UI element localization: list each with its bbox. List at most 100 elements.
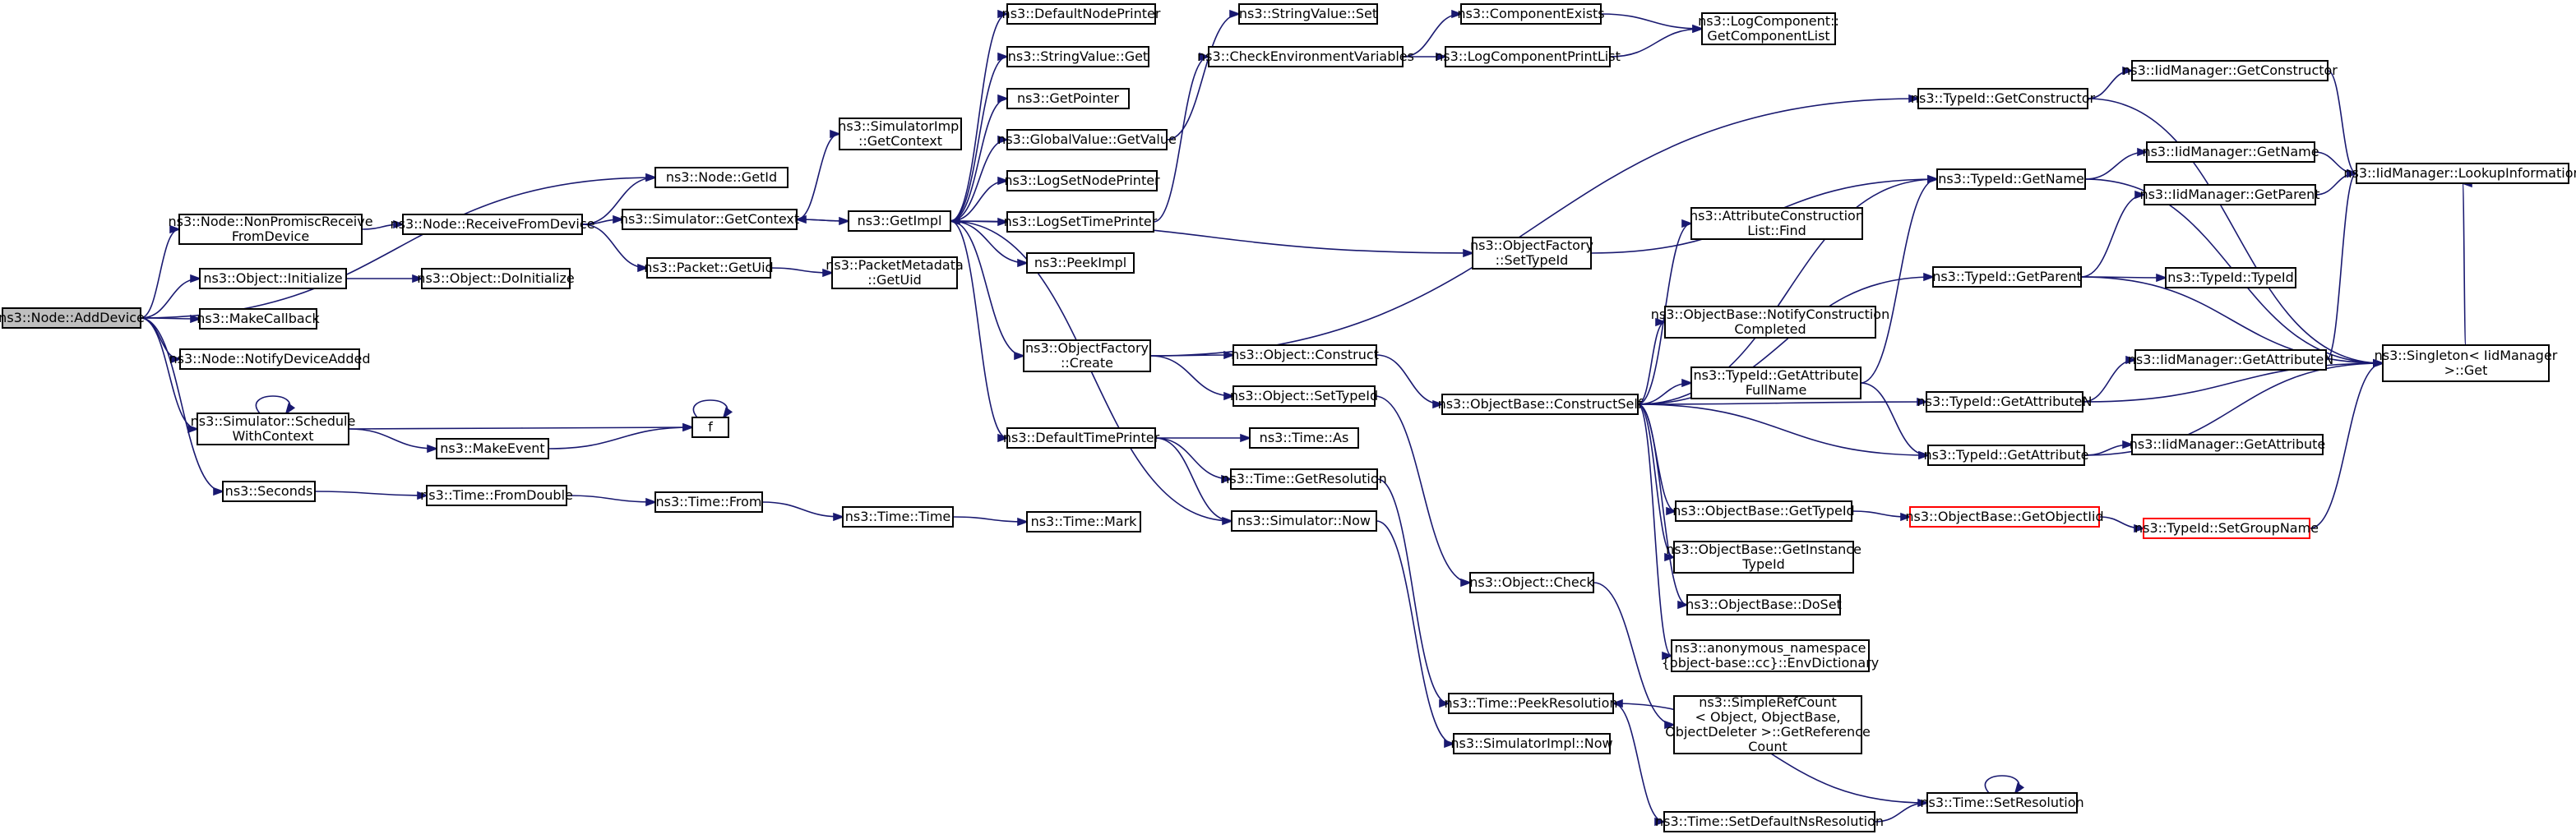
- node-box: [1927, 445, 2085, 466]
- node-box: [2134, 349, 2327, 371]
- node-peekimpl[interactable]: ns3::PeekImpl: [1026, 252, 1135, 274]
- node-box: [1006, 427, 1156, 449]
- node-fromdouble[interactable]: ns3::Time::FromDouble: [420, 485, 573, 506]
- node-box: [178, 214, 363, 245]
- node-notifydev[interactable]: ns3::Node::NotifyDeviceAdded: [169, 348, 371, 370]
- node-label: GetComponentList: [1707, 28, 1829, 44]
- node-objbasegetobjtid[interactable]: ns3::ObjectBase::GetObjectIid: [1905, 506, 2104, 528]
- node-pktmetauid[interactable]: ns3::PacketMetadata::GetUid: [826, 256, 964, 289]
- node-root[interactable]: ns3::Node::AddDevice: [0, 307, 145, 329]
- node-objconstruct[interactable]: ns3::Object::Construct: [1231, 344, 1379, 366]
- node-box: [197, 413, 349, 445]
- node-box: [1441, 394, 1639, 415]
- node-objdoinit[interactable]: ns3::Object::DoInitialize: [417, 268, 575, 289]
- node-iidgetname[interactable]: ns3::IidManager::GetName: [2142, 141, 2319, 163]
- node-label: ns3::GetPointer: [1017, 90, 1120, 106]
- node-setdefns[interactable]: ns3::Time::SetDefaultNsResolution: [1655, 811, 1884, 832]
- node-objinit[interactable]: ns3::Object::Initialize: [199, 268, 347, 289]
- node-box: [1448, 693, 1614, 714]
- node-timesetres[interactable]: ns3::Time::SetResolution: [1920, 792, 2084, 814]
- node-tidgetparent[interactable]: ns3::TypeId::GetParent: [1932, 266, 2082, 288]
- node-logcompget[interactable]: ns3::LogComponent::GetComponentList: [1698, 12, 1839, 45]
- node-timemark[interactable]: ns3::Time::Mark: [1026, 511, 1141, 532]
- node-pktgetuid[interactable]: ns3::Packet::GetUid: [644, 257, 774, 279]
- node-box: [1238, 3, 1378, 25]
- node-makecb[interactable]: ns3::MakeCallback: [197, 308, 320, 330]
- node-getid[interactable]: ns3::Node::GetId: [654, 167, 789, 188]
- node-tidgetattrn[interactable]: ns3::TypeId::GetAttributeN: [1917, 391, 2093, 413]
- edge-tidgetctor-to-singletonget: [2087, 98, 2385, 368]
- node-iidgetattr[interactable]: ns3::IidManager::GetAttribute: [2130, 434, 2326, 455]
- node-logtimeprinter[interactable]: ns3::LogSetTimePrinter: [1004, 211, 1158, 233]
- node-singletonget[interactable]: ns3::Singleton< IidManager>::Get: [2375, 344, 2558, 382]
- node-label: ns3::CheckEnvironmentVariables: [1197, 48, 1414, 64]
- node-recvdev[interactable]: ns3::Node::ReceiveFromDevice: [391, 214, 595, 235]
- node-seconds[interactable]: ns3::Seconds: [222, 481, 316, 502]
- node-anonenv[interactable]: ns3::anonymous_namespace{object-base::cc…: [1662, 639, 1880, 672]
- node-tidgetattr[interactable]: ns3::TypeId::GetAttribute: [1923, 445, 2089, 466]
- node-label: ns3::TypeId::SetGroupName: [2134, 520, 2319, 536]
- node-box: [654, 491, 763, 513]
- node-simnow[interactable]: ns3::Simulator::Now: [1231, 510, 1377, 532]
- edge-getimpl-to-deftimeprinter: [950, 220, 1010, 443]
- node-box: [1445, 46, 1611, 67]
- node-iidgetattrn[interactable]: ns3::IidManager::GetAttributeN: [2128, 349, 2334, 371]
- node-objsettid[interactable]: ns3::Object::SetTypeId: [1230, 385, 1378, 407]
- node-makeevent[interactable]: ns3::MakeEvent: [436, 438, 549, 459]
- node-label: ns3::ObjectBase::DoSet: [1686, 597, 1842, 612]
- node-objfactsettid[interactable]: ns3::ObjectFactory::SetTypeId: [1470, 237, 1593, 270]
- node-timepeekres[interactable]: ns3::Time::PeekResolution: [1444, 693, 1618, 714]
- node-checkenv[interactable]: ns3::CheckEnvironmentVariables: [1197, 46, 1414, 67]
- node-tidsetgroup[interactable]: ns3::TypeId::SetGroupName: [2134, 518, 2319, 539]
- node-simctx[interactable]: ns3::Simulator::GetContext: [620, 209, 799, 230]
- node-globalvalget[interactable]: ns3::GlobalValue::GetValue: [997, 129, 1177, 150]
- node-tidtid[interactable]: ns3::TypeId::TypeId: [2165, 267, 2296, 288]
- node-timegetres[interactable]: ns3::Time::GetResolution: [1221, 468, 1387, 490]
- node-simimplnow[interactable]: ns3::SimulatorImpl::Now: [1450, 733, 1613, 754]
- node-getpointer[interactable]: ns3::GetPointer: [1006, 88, 1130, 109]
- edge-objbaseconstruct-to-anonenv: [1637, 403, 1674, 661]
- node-iidlookup[interactable]: ns3::IidManager::LookupInformation: [2343, 163, 2576, 184]
- node-tidgetname[interactable]: ns3::TypeId::GetName: [1936, 168, 2086, 190]
- node-defnodeprinter[interactable]: ns3::DefaultNodePrinter: [1002, 3, 1161, 25]
- node-strvalget[interactable]: ns3::StringValue::Get: [1006, 46, 1149, 67]
- node-objbasenotify[interactable]: ns3::ObjectBase::NotifyConstructionCompl…: [1651, 306, 1889, 339]
- edge-setdefns-to-timesetres: [1874, 798, 1930, 823]
- node-iidgetparent[interactable]: ns3::IidManager::GetParent: [2139, 184, 2320, 205]
- node-iidgetctor[interactable]: ns3::IidManager::GetConstructor: [2122, 60, 2338, 81]
- node-compexists[interactable]: ns3::ComponentExists: [1457, 3, 1605, 25]
- node-logcomplist[interactable]: ns3::LogComponentPrintList: [1435, 46, 1621, 67]
- node-objfactcreate[interactable]: ns3::ObjectFactory::Create: [1023, 339, 1151, 372]
- node-box: [848, 210, 951, 232]
- node-timeas[interactable]: ns3::Time::As: [1249, 427, 1359, 449]
- node-implctx[interactable]: ns3::SimulatorImpl::GetContext: [838, 118, 963, 150]
- node-strvalset[interactable]: ns3::StringValue::Set: [1238, 3, 1378, 25]
- node-f[interactable]: f: [691, 417, 729, 438]
- node-label: FromDevice: [232, 228, 309, 244]
- edge-objinit-to-objdoinit: [346, 274, 424, 284]
- node-simplerefcount[interactable]: ns3::SimpleRefCount< Object, ObjectBase,…: [1665, 694, 1871, 754]
- edge-logcomplist-to-logcompget: [1609, 24, 1704, 58]
- node-box: [2146, 141, 2315, 163]
- node-box: [831, 256, 958, 289]
- node-objbasedoset[interactable]: ns3::ObjectBase::DoSet: [1686, 594, 1842, 615]
- node-timefrom[interactable]: ns3::Time::From: [654, 491, 763, 513]
- edge-checkenv-to-compexists: [1402, 9, 1464, 58]
- node-timetime[interactable]: ns3::Time::Time: [842, 506, 954, 528]
- node-label: ns3::ObjectBase::GetInstance: [1666, 542, 1861, 557]
- node-box: [436, 438, 549, 459]
- node-deftimeprinter[interactable]: ns3::DefaultTimePrinter: [1003, 427, 1160, 449]
- node-objcheck[interactable]: ns3::Object::Check: [1469, 572, 1595, 593]
- node-objbaseconstruct[interactable]: ns3::ObjectBase::ConstructSelf: [1438, 394, 1643, 415]
- node-lognodeprinter[interactable]: ns3::LogSetNodePrinter: [1004, 170, 1160, 191]
- node-tidgetctor[interactable]: ns3::TypeId::GetConstructor: [1911, 88, 2096, 109]
- node-getimpl[interactable]: ns3::GetImpl: [848, 210, 951, 232]
- node-label: ns3::IidManager::GetConstructor: [2122, 62, 2338, 78]
- node-box: [1006, 129, 1168, 150]
- node-objbasegettid[interactable]: ns3::ObjectBase::GetTypeId: [1672, 500, 1855, 522]
